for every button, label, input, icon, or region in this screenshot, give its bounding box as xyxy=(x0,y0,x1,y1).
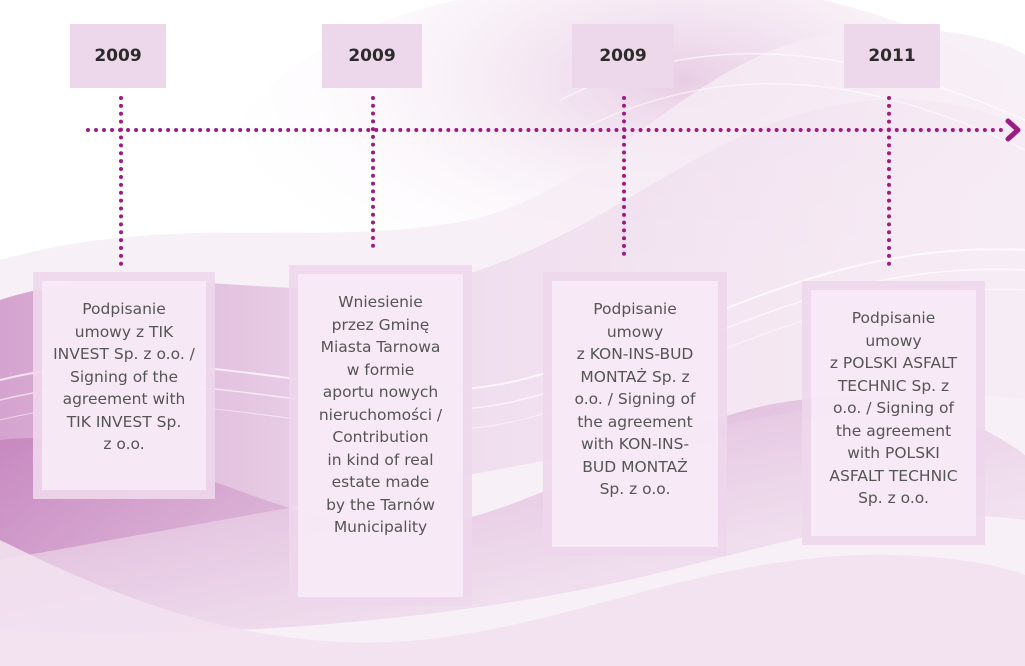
year-label: 2009 xyxy=(70,24,166,88)
event-description: Wniesienie przez Gminę Miasta Tarnowa w … xyxy=(318,293,443,536)
connector-line xyxy=(371,96,375,248)
event-description: Podpisanie umowy z POLSKI ASFALT TECHNIC… xyxy=(829,309,958,507)
event-description: Podpisanie umowy z TIK INVEST Sp. z o.o.… xyxy=(53,300,195,453)
connector-line xyxy=(622,96,626,256)
timeline-arrow-icon xyxy=(1005,118,1021,142)
connector-line xyxy=(119,96,123,266)
year-label: 2009 xyxy=(322,24,422,88)
event-description: Podpisanie umowy z KON-INS-BUD MONTAŻ Sp… xyxy=(574,300,696,498)
event-card: Podpisanie umowy z KON-INS-BUD MONTAŻ Sp… xyxy=(543,272,727,556)
year-label: 2011 xyxy=(844,24,940,88)
year-label: 2009 xyxy=(572,24,674,88)
event-card: Podpisanie umowy z POLSKI ASFALT TECHNIC… xyxy=(802,281,985,545)
event-card: Wniesienie przez Gminę Miasta Tarnowa w … xyxy=(289,265,472,606)
timeline-axis xyxy=(86,128,1004,132)
event-card: Podpisanie umowy z TIK INVEST Sp. z o.o.… xyxy=(33,272,215,499)
connector-line xyxy=(887,96,891,266)
